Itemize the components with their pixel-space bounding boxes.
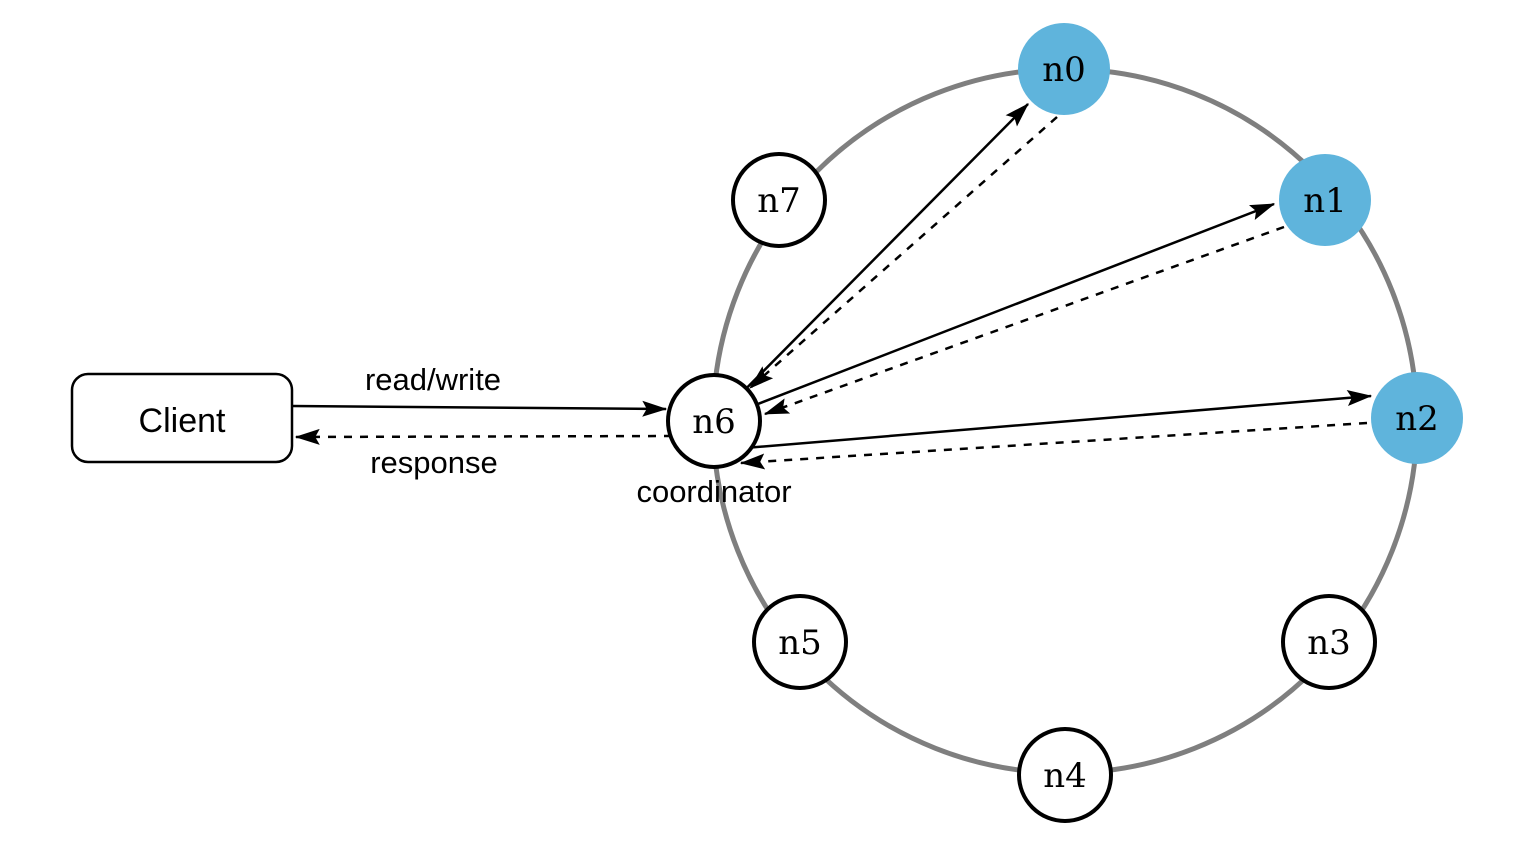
- node-n2: n2: [1371, 372, 1463, 464]
- client-node: Client: [70, 372, 294, 464]
- client-label: Client: [139, 402, 226, 440]
- request-arrow-label: read/write: [365, 362, 501, 397]
- response-arrow-n0-n6: [749, 116, 1058, 389]
- node-n3: n3: [1281, 594, 1377, 690]
- request-arrow-client-n6: [291, 400, 668, 417]
- client-box: [70, 372, 294, 464]
- node-n5-label: n5: [778, 623, 822, 663]
- request-arrow-n6-n0: [713, 103, 1029, 422]
- request-arrow-n6-n1: [713, 202, 1276, 423]
- node-n1-circle: [1279, 154, 1371, 246]
- node-n5-circle: [752, 594, 848, 690]
- node-n6-coordinator: n6: [666, 373, 762, 469]
- node-n4: n4: [1017, 727, 1113, 823]
- node-n5: n5: [752, 594, 848, 690]
- node-n7: n7: [731, 152, 827, 248]
- request-arrow-n6-n2: [732, 389, 1373, 451]
- response-arrow-n6-client: [294, 428, 673, 445]
- response-arrow-n1-n6: [763, 225, 1285, 416]
- node-n3-circle: [1281, 594, 1377, 690]
- node-n7-label: n7: [757, 181, 801, 221]
- node-n4-label: n4: [1043, 756, 1087, 796]
- node-n6-circle: [666, 373, 762, 469]
- coordinator-caption: coordinator: [636, 474, 791, 509]
- node-n2-label: n2: [1395, 399, 1439, 439]
- node-n1-label: n1: [1303, 181, 1347, 221]
- node-n0: n0: [1018, 23, 1110, 115]
- node-n0-circle: [1018, 23, 1110, 115]
- node-n4-circle: [1017, 727, 1113, 823]
- node-n3-label: n3: [1307, 623, 1351, 663]
- node-n7-circle: [731, 152, 827, 248]
- node-n1: n1: [1279, 154, 1371, 246]
- response-arrow-label: response: [370, 445, 498, 480]
- node-n6-label: n6: [692, 402, 736, 442]
- response-arrow-n2-n6: [739, 421, 1368, 470]
- node-n0-label: n0: [1042, 50, 1086, 90]
- node-n2-circle: [1371, 372, 1463, 464]
